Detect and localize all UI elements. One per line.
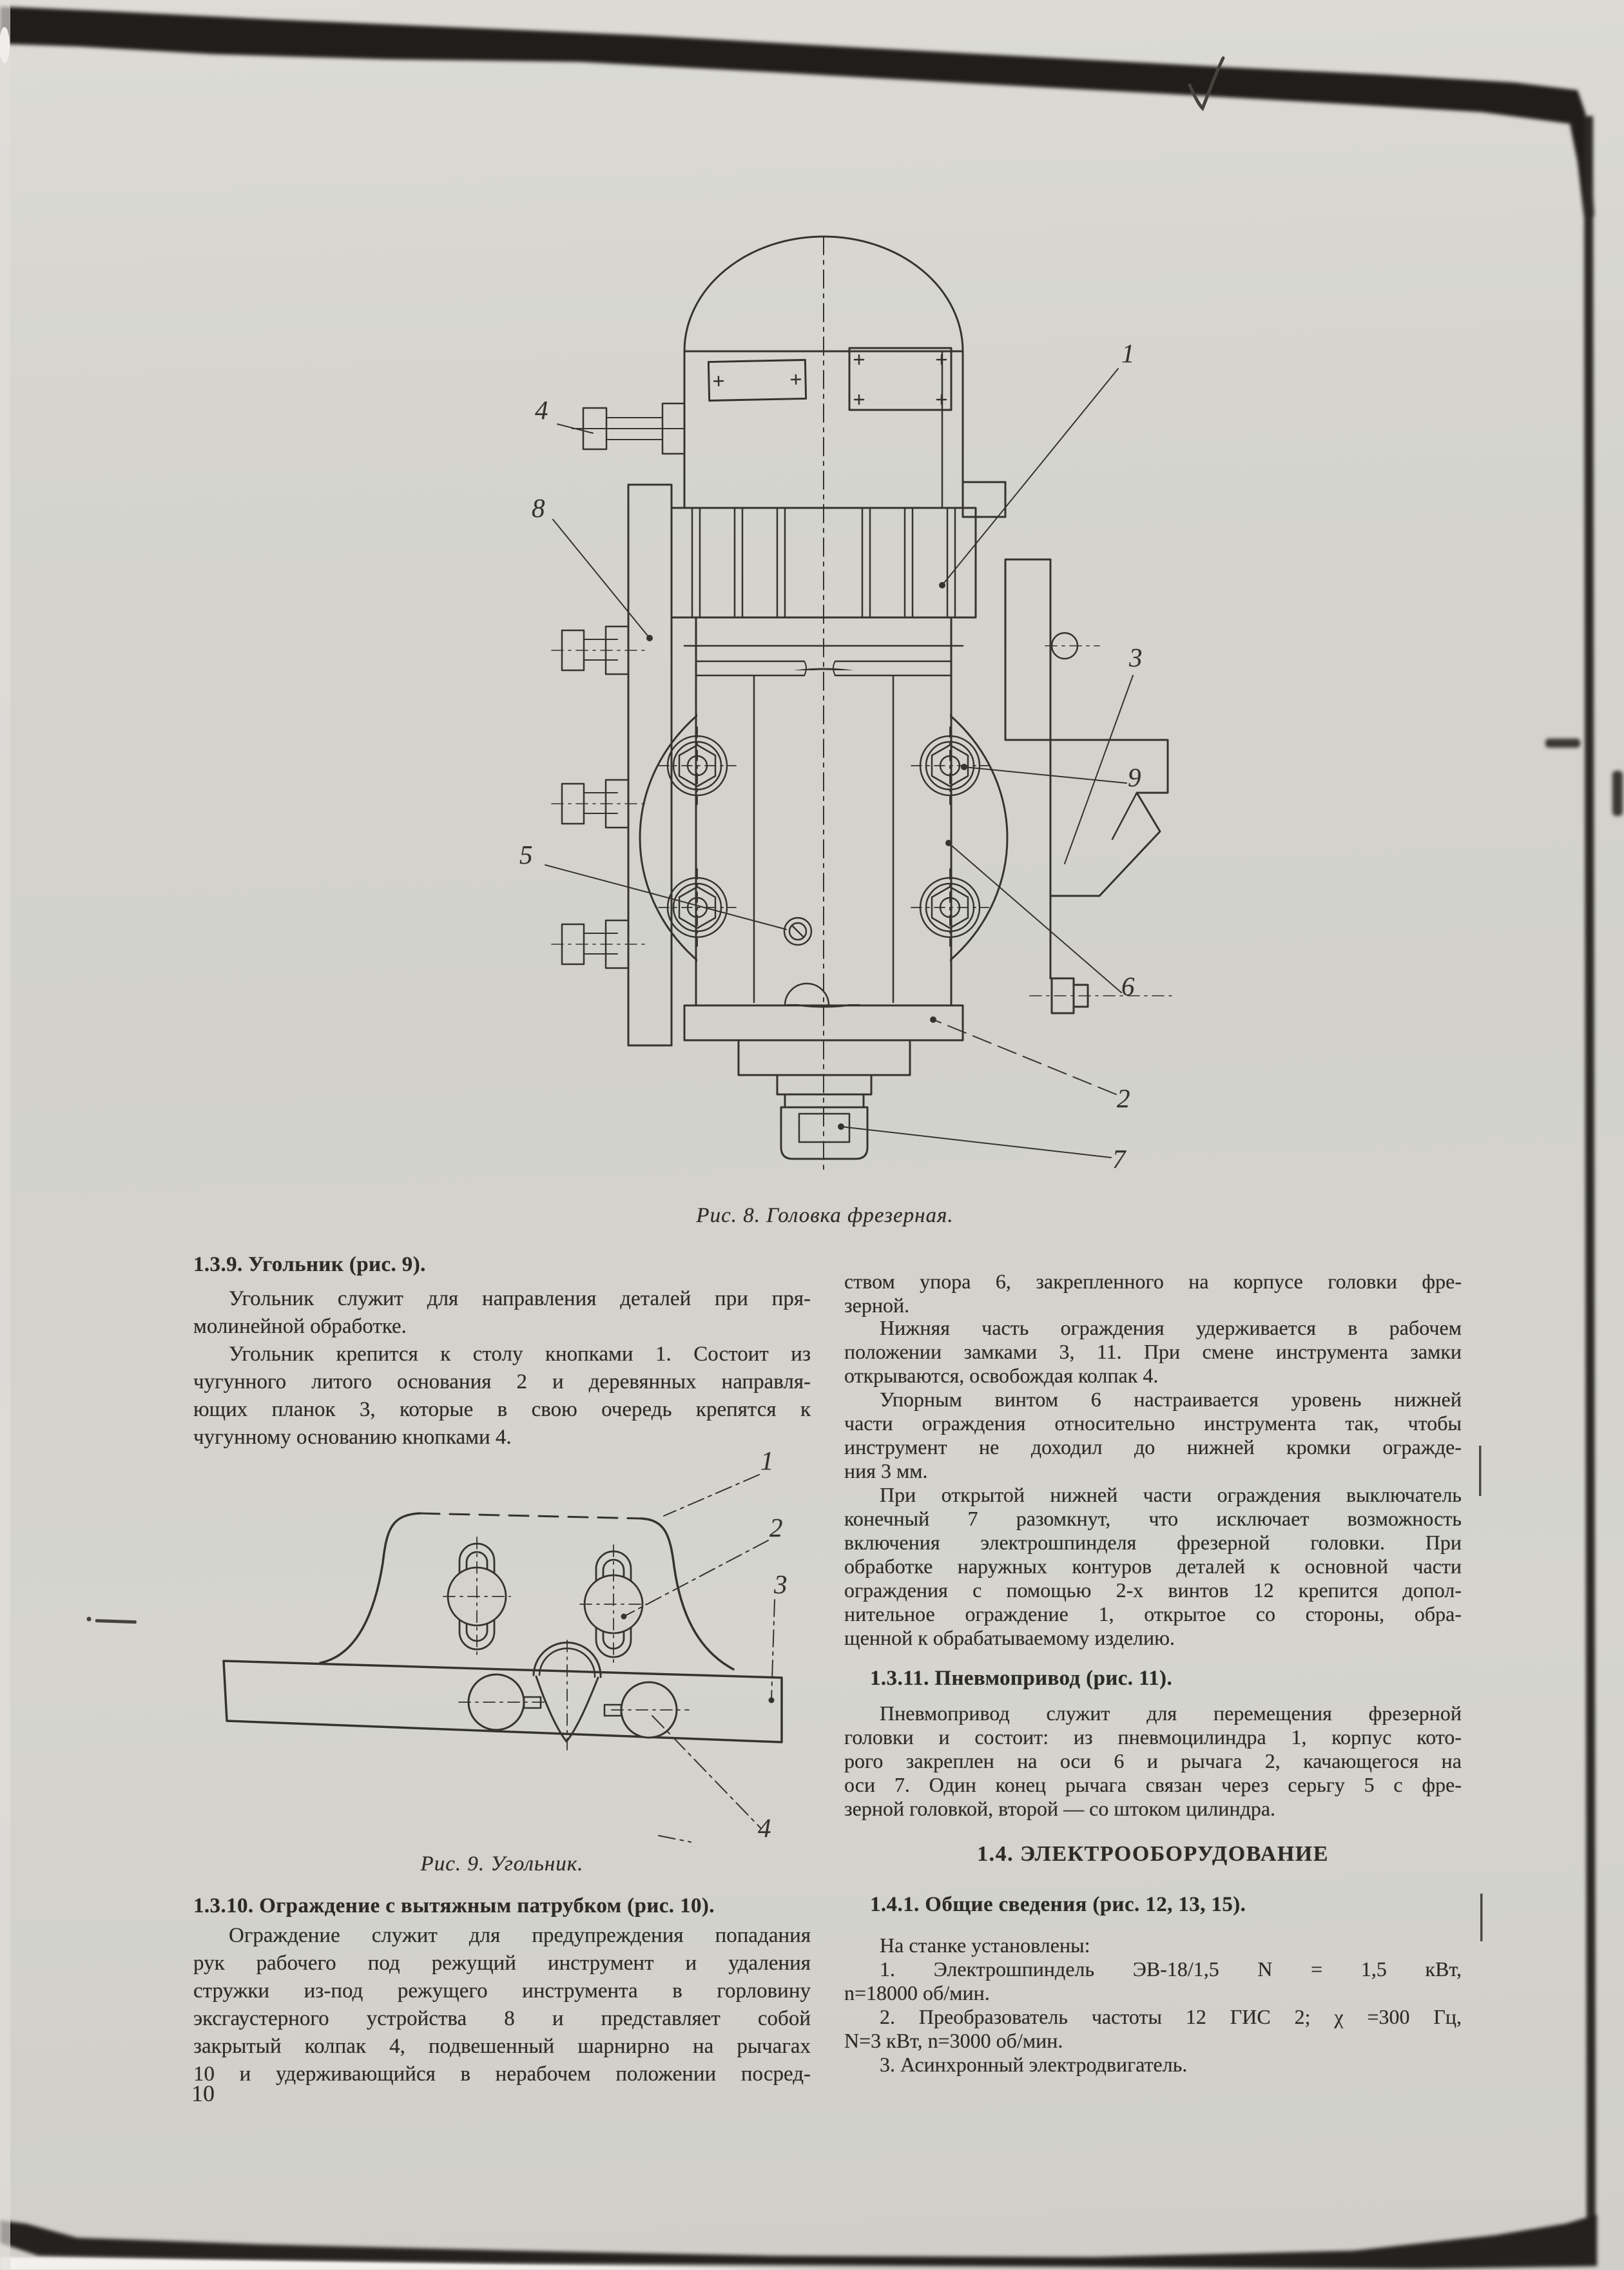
text-line: 1.3.10. Ограждение с вытяжным патрубком … <box>193 1894 715 1917</box>
text-line: открываются, освобождая колпак 4. <box>844 1364 1159 1387</box>
text-line: 10 <box>191 2081 215 2106</box>
text-line: ния 3 мм. <box>844 1459 928 1482</box>
figure9-callout-label: 1 <box>760 1446 774 1475</box>
text-line: n=18000 об/мин. <box>844 1981 990 2004</box>
handwritten-checkmark <box>1188 56 1225 112</box>
text-line: Нижняя часть ограждения удерживается в р… <box>880 1316 1462 1339</box>
section-heading-1-3-10: 1.3.10. Ограждение с вытяжным патрубком … <box>193 1892 811 1919</box>
text-line: конечный 7 разомкнут, что исключает возм… <box>844 1507 1462 1530</box>
text-line: Упорным винтом 6 настраивается уровень н… <box>880 1388 1462 1411</box>
text-line: нительное ограждение 1, открытое со стор… <box>844 1602 1462 1625</box>
figure9-callout-label: 3 <box>774 1569 788 1599</box>
paragraph: Угольник служит для направления деталей … <box>193 1285 811 1341</box>
figure8-callout-label: 5 <box>519 840 533 869</box>
text-line: 3. Асинхронный электродвигатель. <box>880 2053 1188 2076</box>
text-line: рого закреплен на оси 6 и рычага 2, кача… <box>844 1749 1462 1772</box>
text-line: ющих планок 3, которые в свою очередь кр… <box>193 1398 811 1421</box>
figure9-callout-label: 2 <box>769 1513 783 1542</box>
figure8-callout-label: 3 <box>1129 643 1143 672</box>
text-line: чугунного литого основания 2 и деревянны… <box>193 1370 811 1393</box>
figure8-callout-label: 8 <box>532 493 545 523</box>
paragraph: Нижняя часть ограждения удерживается в р… <box>844 1316 1462 1388</box>
text-line: ограждения с помощью 2-х винтов 12 крепи… <box>844 1578 1462 1602</box>
text-line: 1.4.1. Общие сведения (рис. 12, 13, 15). <box>870 1893 1246 1916</box>
paragraph: Ограждение служит для предупреждения поп… <box>193 1922 811 2088</box>
paragraph: Упорным винтом 6 настраивается уровень н… <box>844 1388 1462 1483</box>
text-line: Ограждение служит для предупреждения поп… <box>229 1924 811 1947</box>
text-line: N=3 кВт, n=3000 об/мин. <box>844 2029 1063 2052</box>
text-line: Угольник служит для направления деталей … <box>229 1287 811 1310</box>
text-line: щенной к обрабатываемому изделию. <box>844 1626 1175 1649</box>
page-number: 10 <box>191 2081 269 2106</box>
text-line: Угольник крепится к столу кнопками 1. Со… <box>229 1343 811 1366</box>
text-line: рук рабочего под режущий инструмент и уд… <box>193 1952 811 1975</box>
text-line: положении замками 3, 11. При смене инстр… <box>844 1340 1462 1363</box>
text-line: чугунному основанию кнопками 4. <box>193 1426 512 1449</box>
text-line: 1. Электрошпиндель ЭВ-18/1,5 N = 1,5 кВт… <box>880 1957 1462 1981</box>
text-line: зерной. <box>844 1294 910 1317</box>
text-line: ством упора 6, закрепленного на корпусе … <box>844 1270 1462 1293</box>
text-line: 2. Преобразователь частоты 12 ГИС 2; χ =… <box>880 2005 1462 2028</box>
figure8-callout-label: 2 <box>1117 1083 1130 1113</box>
figure8-callout-label: 7 <box>1112 1144 1126 1174</box>
text-line: эксгаустерного устройства 8 и представля… <box>193 2007 811 2030</box>
text-line: обработке наружных контуров деталей к ос… <box>844 1555 1462 1578</box>
text-line: части ограждения относительно инструмент… <box>844 1411 1462 1435</box>
paragraph: Угольник крепится к столу кнопками 1. Со… <box>193 1341 811 1451</box>
text-line: закрытый колпак 4, подвешенный шарнирно … <box>193 2035 811 2058</box>
figure8-milling-head-drawing <box>545 235 1172 1172</box>
text-line: Рис. 9. Угольник. <box>420 1852 584 1876</box>
text-line: 10 и удерживающийся в нерабочем положени… <box>193 2062 811 2086</box>
text-line: стружки из-под режущего инструмента в го… <box>193 1979 811 2003</box>
text-line: 1.4. ЭЛЕКТРООБОРУДОВАНИЕ <box>977 1842 1329 1866</box>
text-line: включения электрошпинделя фрезерной голо… <box>844 1531 1462 1554</box>
text-line: 1.3.11. Пневмопривод (рис. 11). <box>870 1667 1173 1690</box>
paragraph: На станке установлены:1. Электрошпиндель… <box>844 1934 1462 2077</box>
paragraph: ством упора 6, закрепленного на корпусе … <box>844 1270 1462 1317</box>
figure8-callout-label: 9 <box>1128 762 1141 792</box>
text-line: 1.3.9. Угольник (рис. 9). <box>193 1253 426 1276</box>
figure9-caption: Рис. 9. Угольник. <box>193 1851 811 1877</box>
figure8-callout-label: 1 <box>1121 338 1135 368</box>
figure8-callout-label: 6 <box>1121 971 1135 1001</box>
figure9-angle-guide-drawing <box>222 1474 783 1843</box>
section-heading-1-3-9: 1.3.9. Угольник (рис. 9). <box>193 1251 811 1278</box>
text-line: При открытой нижней части ограждения вык… <box>880 1483 1462 1506</box>
figure9-callout-label: 4 <box>758 1813 771 1843</box>
text-line: Рис. 8. Головка фрезерная. <box>696 1204 954 1227</box>
paragraph: При открытой нижней части ограждения вык… <box>844 1483 1462 1650</box>
section-heading-1-3-11: 1.3.11. Пневмопривод (рис. 11). <box>870 1665 1462 1692</box>
text-line: Пневмопривод служит для перемещения фрез… <box>880 1702 1462 1725</box>
section-heading-1-4: 1.4. ЭЛЕКТРООБОРУДОВАНИЕ <box>844 1841 1462 1868</box>
text-line: молинейной обработке. <box>193 1315 407 1338</box>
figure8-callout-label: 4 <box>535 395 548 425</box>
section-heading-1-4-1: 1.4.1. Общие сведения (рис. 12, 13, 15). <box>870 1891 1462 1918</box>
text-line: зерной головкой, второй — со штоком цили… <box>844 1797 1276 1820</box>
text-line: инструмент не доходил до нижней кромки о… <box>844 1435 1462 1459</box>
text-line: головки и состоит: из пневмоцилиндра 1, … <box>844 1725 1462 1749</box>
paragraph: Пневмопривод служит для перемещения фрез… <box>844 1702 1462 1821</box>
text-line: оси 7. Один конец рычага связан через се… <box>844 1773 1462 1796</box>
text-line: На станке установлены: <box>880 1934 1090 1957</box>
figure8-caption: Рис. 8. Головка фрезерная. <box>580 1203 1070 1228</box>
